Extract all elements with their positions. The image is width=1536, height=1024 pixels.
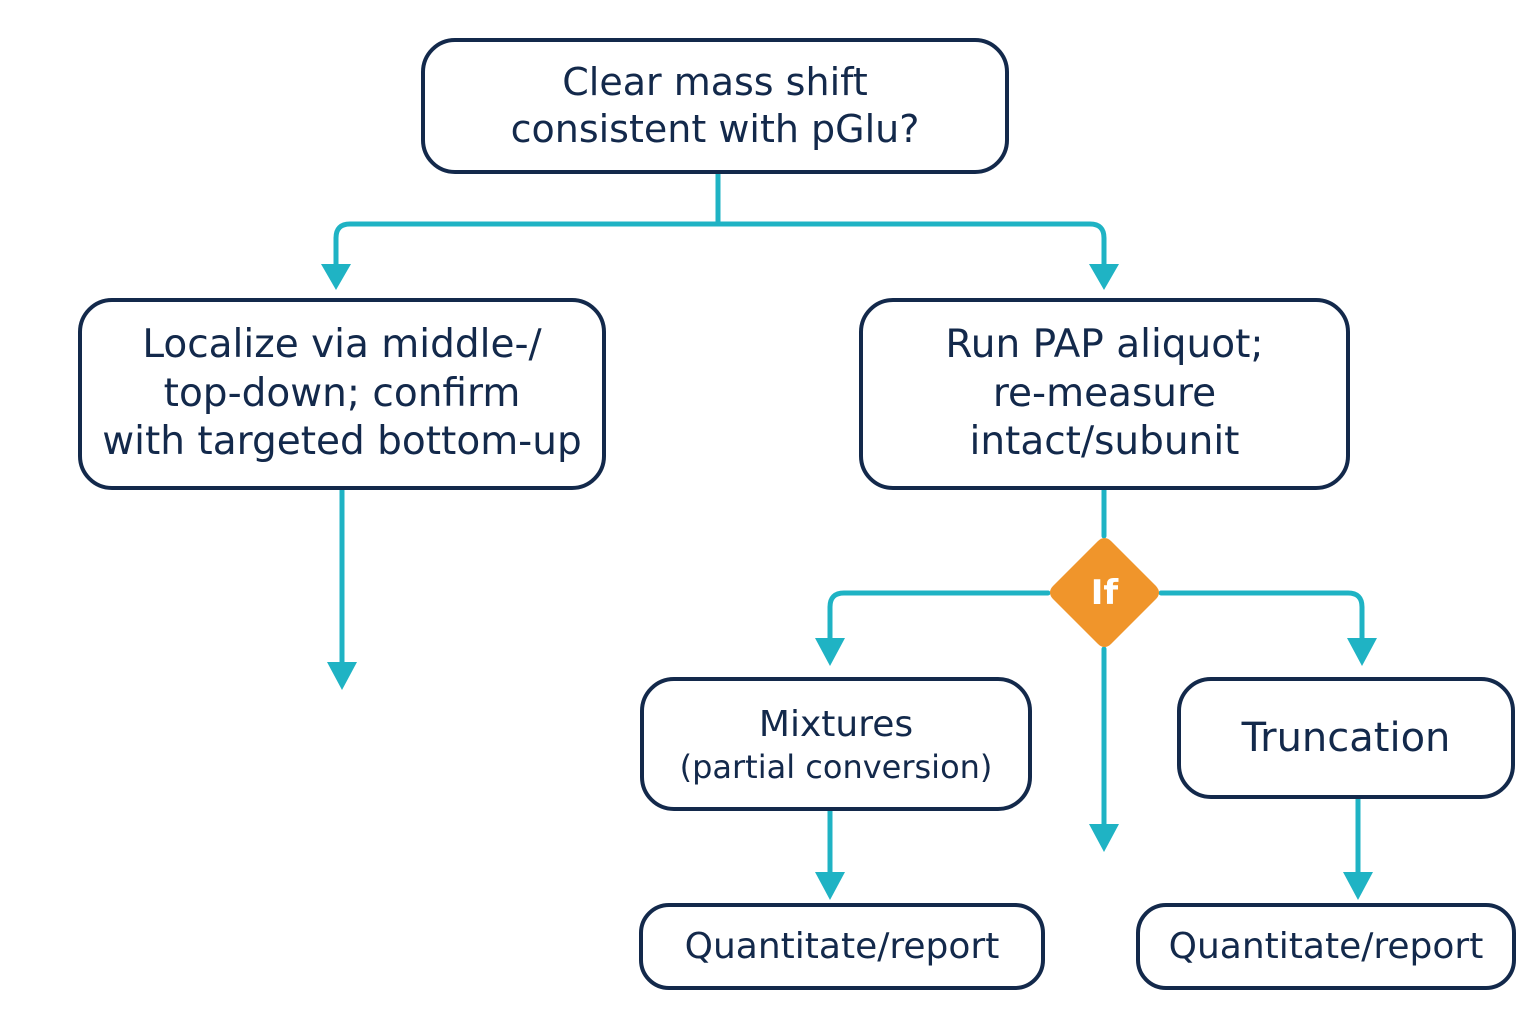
mixtures-line-1: Mixtures: [758, 703, 914, 745]
connector-decision-to-mixtures: [827, 590, 1051, 641]
localize-line-3: with targeted bottom-up: [102, 419, 582, 465]
pap-aliquot-node: Run PAP aliquot; re-measure intact/subun…: [859, 298, 1350, 490]
question-line-1: Clear mass shift: [562, 59, 868, 104]
connector-to-pap: [715, 221, 1107, 271]
question-line-2: consistent with pGlu?: [510, 107, 920, 151]
arrowhead-truncation: [1347, 638, 1377, 666]
arrowhead-quant-left: [815, 872, 845, 900]
arrowhead-pap: [1089, 264, 1119, 290]
localize-node: Localize via middle-/ top-down; confirm …: [78, 298, 606, 490]
quantitate-report-left-node: Quantitate/report: [639, 903, 1045, 990]
mixtures-line-2: (partial conversion): [679, 747, 993, 786]
quant-right-label: Quantitate/report: [1168, 926, 1484, 967]
localize-line-2: top-down; confirm: [163, 370, 521, 416]
connector-to-localize: [333, 221, 721, 271]
quant-left-label: Quantitate/report: [684, 926, 1000, 967]
pap-line-3: intact/subunit: [969, 419, 1240, 465]
arrowhead-mixtures: [815, 638, 845, 666]
question-node: Clear mass shift consistent with pGlu?: [421, 38, 1009, 174]
arrowhead-decision-down: [1089, 824, 1119, 852]
connector-decision-to-truncation: [1158, 590, 1365, 641]
quantitate-report-right-node: Quantitate/report: [1136, 903, 1516, 990]
decision-diamond: [1050, 538, 1159, 647]
localize-line-1: Localize via middle-/: [142, 321, 542, 367]
arrowhead-quant-right: [1343, 872, 1373, 900]
pap-line-1: Run PAP aliquot;: [945, 321, 1264, 367]
mixtures-node: Mixtures (partial conversion): [640, 677, 1032, 811]
pap-line-2: re-measure: [992, 370, 1217, 416]
arrowhead-localize-down: [327, 662, 357, 690]
truncation-node: Truncation: [1177, 677, 1515, 799]
arrowhead-localize: [321, 264, 351, 290]
truncation-label: Truncation: [1241, 715, 1451, 761]
